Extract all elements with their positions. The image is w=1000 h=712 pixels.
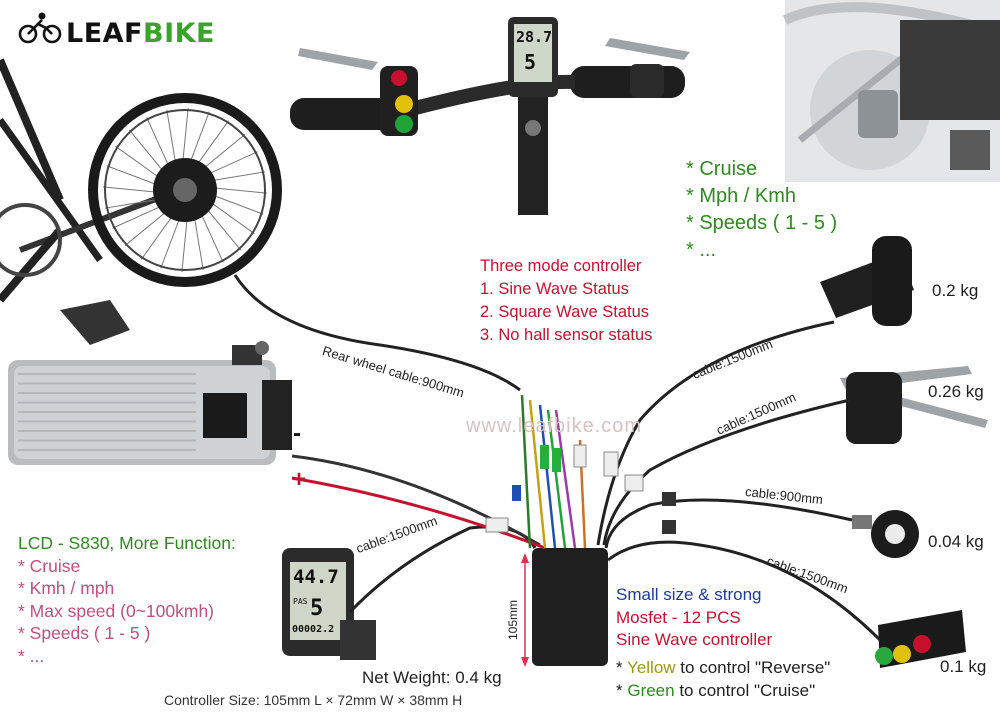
lcd-feature-list: LCD - S830, More Function: * Cruise * Km… (18, 532, 236, 667)
switch-yellow-rest: to control "Reverse" (675, 658, 831, 677)
cyclist-icon (18, 12, 62, 44)
throttle-weight: 0.2 kg (932, 281, 979, 300)
pas-sensor-photo (852, 510, 919, 558)
controller-modes: Three mode controller 1. Sine Wave Statu… (480, 255, 652, 347)
top-feature-list: * Cruise * Mph / Kmh * Speeds ( 1 - 5 ) … (686, 156, 837, 264)
controller-size-claim: Small size & strong (616, 585, 762, 604)
top-feature-item: * Mph / Kmh (686, 185, 797, 207)
battery-minus: - (293, 420, 301, 447)
lcd-feature-title: LCD - S830, More Function: (18, 533, 236, 553)
switch-yellow-prefix: * (616, 658, 628, 677)
battery-plus: + (292, 466, 307, 493)
lcd-s830-pas: PAS (293, 597, 308, 606)
switch-yellow-note: * Yellow to control "Reverse" (616, 658, 830, 678)
battery-pack (8, 341, 292, 465)
switch-yellow-word: Yellow (627, 658, 676, 677)
switch-green-rest: to control "Cruise" (674, 681, 816, 700)
brake-weight: 0.26 kg (928, 382, 984, 401)
cables (233, 274, 882, 642)
controller-box (521, 548, 608, 667)
lcd-feature-item: * ... (18, 645, 45, 666)
handlebar-photo (290, 17, 690, 215)
switch-green-prefix: * (616, 681, 628, 700)
brake-lever-photo (840, 366, 988, 444)
top-feature-item: * Cruise (686, 158, 758, 180)
controller-height-label: 105mm (506, 599, 520, 640)
controller-modes-title: Three mode controller (480, 257, 642, 275)
controller-dimensions: Controller Size: 105mm L × 72mm W × 38mm… (164, 692, 463, 708)
lcd-s830-speed: 44.7 (293, 566, 339, 588)
throttle-photo (820, 236, 914, 326)
controller-mode-item: 1. Sine Wave Status (480, 280, 629, 298)
front-hub-photo (782, 0, 1000, 182)
watermark: www.leafbike.com (466, 415, 643, 437)
pas-weight: 0.04 kg (928, 532, 984, 551)
lcd-feature-item: * Speeds ( 1 - 5 ) (18, 623, 151, 643)
switch-green-word: Green (627, 681, 675, 700)
top-lcd-gear: 5 (524, 50, 537, 74)
switch-weight: 0.1 kg (940, 657, 987, 676)
controller-type: Sine Wave controller (616, 630, 773, 649)
rear-wheel-photo (0, 58, 282, 345)
top-feature-item: * Speeds ( 1 - 5 ) (686, 212, 838, 234)
brand-name-bike: BIKE (143, 18, 215, 49)
top-lcd-speed: 28.7 (516, 28, 553, 46)
function-switch-photo (875, 610, 966, 668)
brand-name-leaf: LEAF (66, 18, 143, 49)
top-feature-item: * ... (686, 239, 717, 261)
controller-mode-item: 3. No hall sensor status (480, 326, 653, 344)
lcd-feature-item: * Kmh / mph (18, 578, 115, 598)
net-weight: Net Weight: 0.4 kg (362, 668, 502, 687)
controller-mode-item: 2. Square Wave Status (480, 303, 650, 321)
switch-green-note: * Green to control "Cruise" (616, 681, 815, 701)
lcd-s830-photo (282, 548, 376, 660)
lcd-s830-odometer: 00002.2 (292, 624, 335, 635)
brand-logo: LEAFBIKE (66, 18, 215, 49)
controller-mosfet: Mosfet - 12 PCS (616, 608, 741, 627)
lcd-feature-item: * Max speed (0~100kmh) (18, 600, 215, 621)
lcd-s830-gear: 5 (310, 596, 324, 621)
lcd-feature-item: * Cruise (18, 555, 81, 576)
